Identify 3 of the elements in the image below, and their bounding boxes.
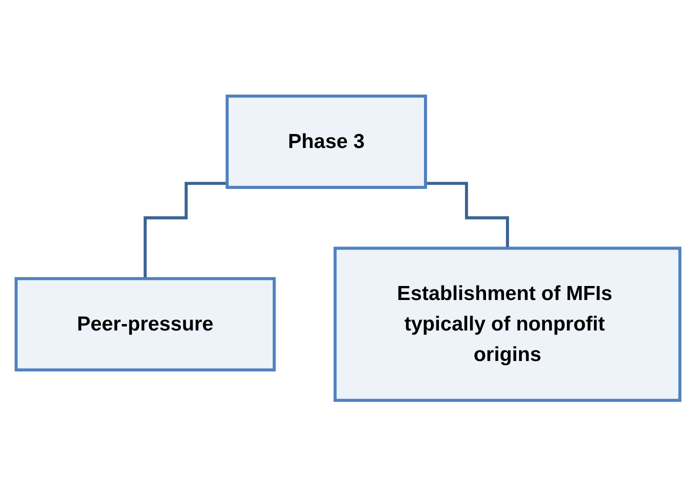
- node-box: Establishment of MFIs typically of nonprofit origins: [334, 246, 682, 402]
- node-box: Peer-pressure: [14, 277, 276, 372]
- node-box: Phase 3: [226, 94, 428, 190]
